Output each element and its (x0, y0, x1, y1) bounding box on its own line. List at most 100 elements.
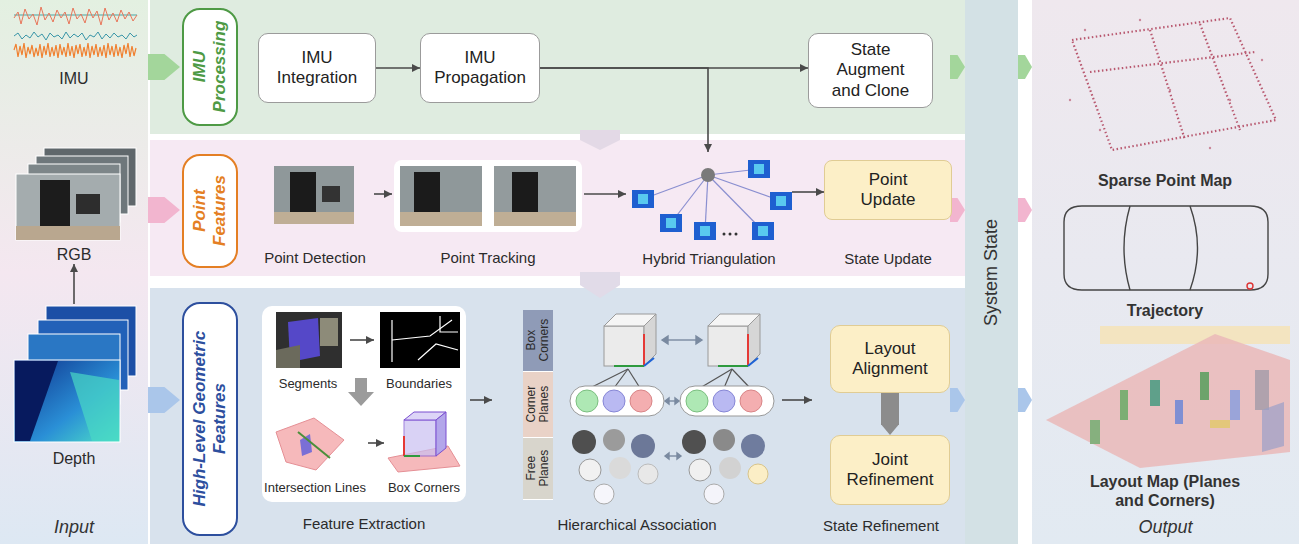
association-figures (590, 369, 750, 388)
feature-extraction-figures (262, 306, 466, 502)
layout-map-figure (1046, 326, 1290, 468)
figure-node: Hybrid Triangulation (626, 152, 792, 268)
feature-extraction-figures (440, 316, 458, 332)
panel-grounds (1032, 0, 1299, 544)
association-figures (708, 326, 748, 366)
point-detection-image (322, 186, 340, 202)
association-figures (644, 314, 656, 366)
flow-arrow (350, 339, 374, 341)
sparse-point-map-figure (1084, 29, 1086, 31)
imu-signal (14, 7, 137, 58)
association-figures (696, 336, 702, 344)
figure-node: Boundaries (374, 308, 464, 392)
depth-frames (14, 306, 136, 442)
layout-map-figure (1090, 420, 1100, 444)
association-figures (603, 390, 625, 412)
tab-label: Box Corners (525, 313, 551, 369)
flow-arrow (368, 442, 384, 444)
process-box: State Augment and Clone (808, 33, 933, 108)
association-figures (628, 369, 640, 388)
hybrid-triangulation-figure (632, 190, 654, 208)
hybrid-triangulation-figure (632, 160, 792, 240)
association-figures (713, 390, 735, 412)
hybrid-triangulation-figure (694, 222, 716, 240)
trajectory-figure (1190, 206, 1198, 290)
sparse-point-map-figure (1169, 89, 1171, 91)
flow-arrow (792, 191, 824, 193)
module-band: Point FeaturesPoint DetectionPoint Track… (180, 150, 950, 272)
figure-label: Sparse Point Map (1098, 171, 1232, 190)
layout-map-figure (1120, 390, 1128, 420)
feature-extraction-figures (276, 418, 344, 470)
trajectory-figure (1124, 206, 1130, 290)
association-figures (665, 453, 669, 459)
point-tracking-images (414, 172, 440, 218)
imu-signal (14, 43, 136, 58)
point-tracking-images (394, 160, 582, 232)
association-figures (590, 369, 628, 388)
box-label: State Augment and Clone (823, 40, 918, 101)
association-figures (675, 398, 679, 404)
trajectory-figure (1064, 206, 1268, 290)
io-panel: OutputSparse Point MapTrajectoryLayout M… (1032, 0, 1299, 544)
feature-extraction-figures (380, 312, 460, 368)
figure-node: Segments (266, 308, 350, 392)
hybrid-triangulation-figure (666, 218, 676, 228)
association-figures (631, 434, 655, 458)
association-figures (666, 339, 698, 340)
io-panel: InputIMURGBDepth (0, 0, 148, 544)
association-figures (718, 365, 748, 367)
system-state-bar: System State (965, 0, 1018, 544)
bar-label: System State (981, 218, 1002, 325)
figure-node: Depth (8, 304, 140, 468)
rgb-frames (40, 180, 70, 226)
sparse-point-map-figure (1099, 129, 1101, 131)
association-figures (630, 390, 652, 412)
association-figures (572, 430, 596, 454)
flow-arrow (470, 399, 492, 401)
module-band: High-Level Geometric FeaturesFeature Ext… (180, 298, 950, 540)
figure-label: Boundaries (386, 376, 452, 392)
panel-title: Output (1138, 517, 1192, 544)
sparse-point-map-figure (1150, 30, 1185, 140)
figure-node: Feature ExtractionSegmentsBoundariesInte… (258, 305, 470, 533)
hybrid-triangulation-figure (723, 233, 726, 236)
band-label-frame: Point Features (182, 154, 238, 268)
association-figures (740, 390, 762, 412)
sparse-point-map-figure (1072, 18, 1276, 150)
association-figures (614, 369, 628, 388)
layout-map-figure (1175, 400, 1183, 424)
update-box-label: Point Update (824, 160, 952, 220)
band-title: IMU Processing (190, 16, 229, 118)
association-figures (713, 429, 735, 451)
panel-grounds (150, 0, 965, 134)
point-detection-image (274, 166, 354, 224)
figure-node: Point Detection (256, 155, 374, 267)
sparse-point-map-figure (1069, 19, 1263, 149)
band-title: Point Features (190, 162, 229, 260)
hybrid-triangulation-figure (729, 233, 732, 236)
feature-extraction-figures (436, 412, 446, 456)
association-figures (747, 334, 749, 366)
flow-arrow (374, 193, 392, 195)
association-figures (680, 386, 774, 416)
association-figures (689, 459, 711, 481)
hybrid-triangulation-figure (701, 168, 715, 182)
hybrid-triangulation-figure (660, 214, 682, 232)
point-tracking-images (400, 166, 482, 226)
figure-node: Layout Map (Planes and Corners) (1040, 324, 1290, 510)
point-detection-image (274, 166, 354, 224)
tab-label: Corner Planes (525, 375, 551, 435)
flow-chevron (148, 387, 180, 413)
point-tracking-images (512, 172, 538, 218)
feature-extraction-figures (348, 378, 374, 406)
layout-map-figure (1262, 402, 1284, 452)
band-label-frame: High-Level Geometric Features (182, 302, 238, 536)
point-tracking-images (494, 166, 576, 226)
figure-label: Layout Map (Planes and Corners) (1080, 472, 1250, 510)
hybrid-triangulation-figure (770, 192, 792, 210)
flow-chevron (881, 393, 899, 435)
association-figures (579, 459, 601, 481)
